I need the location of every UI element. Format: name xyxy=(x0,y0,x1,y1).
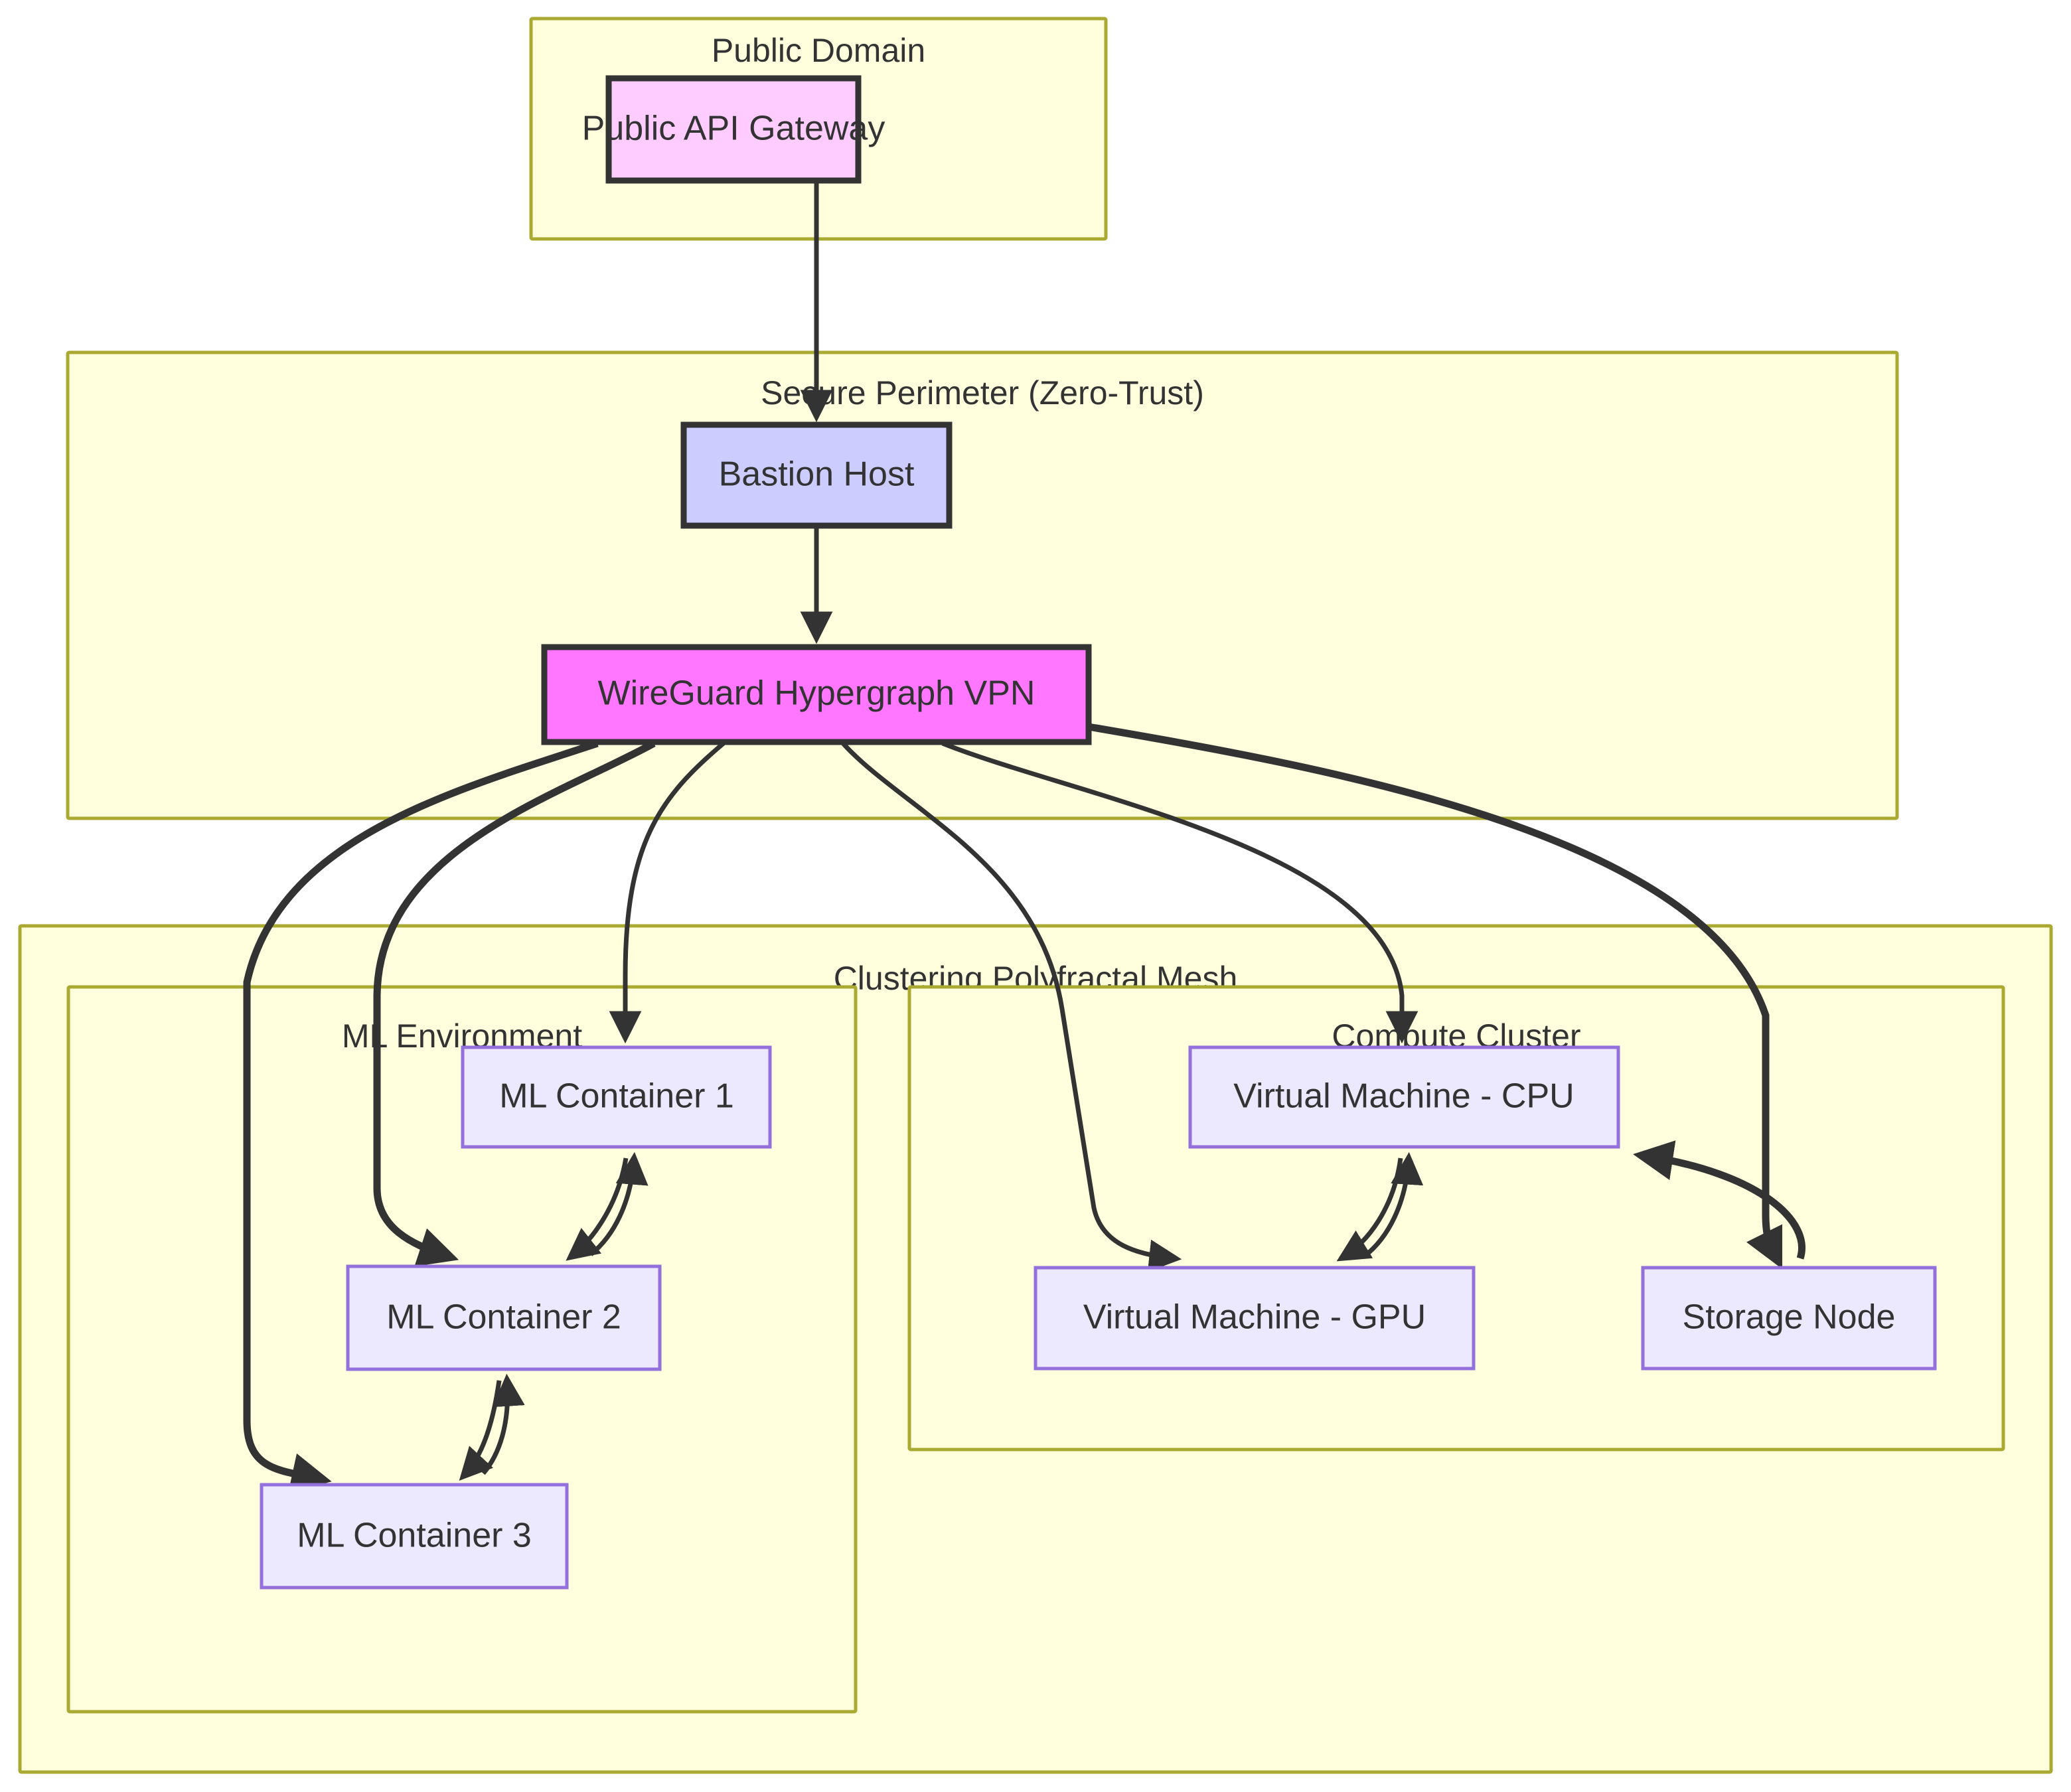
node-rect-virtual-machine-gpu[interactable] xyxy=(1034,1266,1476,1371)
node-label-ml-container-2: ML Container 2 xyxy=(386,1298,621,1337)
node-storage-node[interactable]: Storage Node xyxy=(1641,1266,1937,1371)
edge-vpn-to-storage-node xyxy=(1088,723,1783,1270)
node-rect-ml-container-1[interactable] xyxy=(461,1045,772,1149)
edge-vpn-to-ml-container-3 xyxy=(243,739,599,1493)
edge-vpn-to-virtual-machine-cpu xyxy=(941,741,1419,1044)
node-ml-container-1[interactable]: ML Container 1 xyxy=(461,1045,772,1149)
edge-ml-container-3-to-ml-container-2 xyxy=(481,1373,525,1475)
edge-storage-node-to-virtual-machine-cpu xyxy=(1633,1140,1805,1260)
cluster-secure-perimeter: Secure Perimeter (Zero-Trust) xyxy=(66,350,1899,820)
node-rect-virtual-machine-cpu[interactable] xyxy=(1188,1045,1620,1149)
node-public-api-gateway[interactable]: Public API Gateway xyxy=(582,75,885,184)
node-rect-ml-container-2[interactable] xyxy=(346,1264,662,1371)
edge-vpn-to-virtual-machine-gpu xyxy=(841,741,1182,1272)
node-rect-storage-node[interactable] xyxy=(1641,1266,1937,1371)
edge-ml-container-2-to-ml-container-1 xyxy=(589,1152,649,1256)
node-virtual-machine-cpu[interactable]: Virtual Machine - CPU xyxy=(1188,1045,1620,1149)
node-wireguard-vpn[interactable]: WireGuard Hypergraph VPN xyxy=(541,644,1092,745)
node-rect-bastion-host[interactable] xyxy=(680,421,953,529)
cluster-label-secure-perimeter: Secure Perimeter (Zero-Trust) xyxy=(761,374,1204,411)
node-rect-ml-container-3[interactable] xyxy=(260,1483,569,1590)
cluster-rect-secure-perimeter xyxy=(66,350,1899,820)
node-label-virtual-machine-gpu: Virtual Machine - GPU xyxy=(1083,1298,1426,1337)
node-label-virtual-machine-cpu: Virtual Machine - CPU xyxy=(1233,1077,1574,1116)
node-label-public-api-gateway: Public API Gateway xyxy=(582,110,885,148)
node-label-bastion-host: Bastion Host xyxy=(719,455,915,494)
node-label-wireguard-vpn: WireGuard Hypergraph VPN xyxy=(598,674,1036,713)
edge-virtual-machine-gpu-to-virtual-machine-cpu xyxy=(1362,1152,1424,1258)
node-label-storage-node: Storage Node xyxy=(1683,1298,1896,1337)
node-bastion-host[interactable]: Bastion Host xyxy=(680,421,953,529)
edge-vpn-to-ml-container-2 xyxy=(373,740,656,1267)
node-ml-container-3[interactable]: ML Container 3 xyxy=(260,1483,569,1590)
node-label-ml-container-1: ML Container 1 xyxy=(499,1077,734,1116)
node-rect-public-api-gateway[interactable] xyxy=(605,75,862,184)
cluster-label-public-domain: Public Domain xyxy=(712,32,925,69)
node-virtual-machine-gpu[interactable]: Virtual Machine - GPU xyxy=(1034,1266,1476,1371)
node-rect-wireguard-vpn[interactable] xyxy=(541,644,1092,745)
node-label-ml-container-3: ML Container 3 xyxy=(297,1517,532,1555)
edge-layer xyxy=(243,181,1805,1493)
edge-vpn-to-ml-container-1 xyxy=(609,741,726,1044)
node-ml-container-2[interactable]: ML Container 2 xyxy=(346,1264,662,1371)
